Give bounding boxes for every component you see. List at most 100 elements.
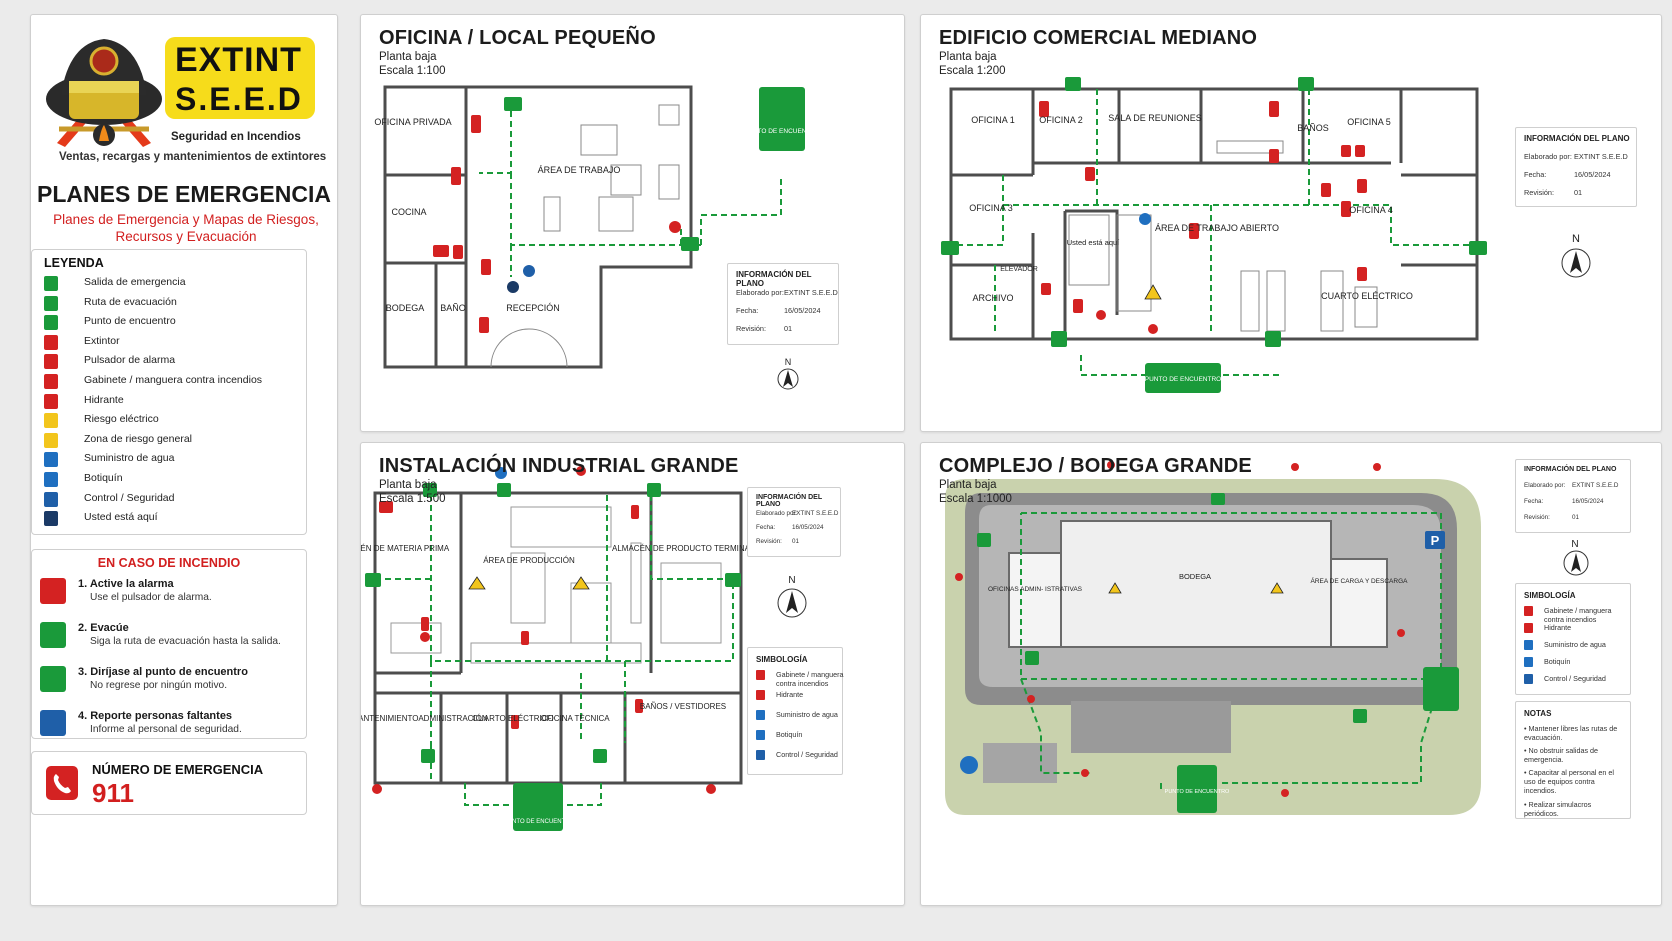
room-label: MANTENIMIENTO: [361, 714, 418, 723]
north-label: N: [784, 357, 792, 367]
info-by-label: Elaborado por:: [1524, 482, 1566, 489]
legend-item-label: Extintor: [84, 334, 120, 347]
legend-item: Punto de encuentro: [44, 315, 294, 333]
north-label: N: [1571, 539, 1579, 550]
plan-floor: Planta baja: [939, 51, 997, 63]
brand-line2: S.E.E.D: [175, 81, 303, 117]
notes-title: NOTAS: [1524, 709, 1552, 718]
plan-scale: Escala 1:1000: [939, 493, 1012, 505]
plan-info-box: INFORMACIÓN DEL PLANO Elaborado por: EXT…: [747, 487, 841, 557]
meeting-point-label: PUNTO DE ENCUENTRO: [1165, 789, 1230, 795]
water-icon: [1524, 640, 1533, 650]
symbology-item-label: Gabinete / manguera contra incendios: [1544, 606, 1612, 624]
legend-item: Control / Seguridad: [44, 491, 294, 510]
legend-item: Extintor: [44, 334, 294, 353]
hose-icon: [1524, 606, 1533, 616]
room-label: ARCHIVO: [972, 293, 1013, 303]
north-label: N: [788, 575, 796, 586]
plan-warehouse-complex: BODEGA OFICINAS ADMIN- ISTRATIVAS ÁREA D…: [920, 442, 1662, 906]
route-icon: [44, 295, 58, 311]
symbology-box: SIMBOLOGÍA Gabinete / manguera contra in…: [747, 647, 844, 775]
fire-step-title: 4. Reporte personas faltantes: [78, 710, 233, 722]
fire-step-desc: Siga la ruta de evacuación hasta la sali…: [90, 636, 281, 647]
sidebar-title: PLANES DE EMERGENCIA: [37, 181, 331, 207]
legend-item: Zona de riesgo general: [44, 432, 294, 451]
fire-step-title: 1. Active la alarma: [78, 578, 174, 590]
info-date: 16/05/2024: [784, 306, 821, 315]
room-label: OFICINA 1: [971, 115, 1015, 125]
legend-item-label: Salida de emergencia: [84, 276, 186, 288]
room-label: COCINA: [391, 207, 426, 217]
north-arrow-icon: [777, 588, 807, 618]
legend-item-label: Usted está aquí: [84, 511, 158, 524]
room-label: OFICINA 3: [969, 203, 1013, 213]
fire-step-desc: Use el pulsador de alarma.: [90, 592, 212, 603]
note-item: • Realizar simulacros periódicos.: [1524, 800, 1592, 818]
hose-icon: [756, 670, 765, 680]
evacuate-icon: [40, 622, 66, 648]
info-date-label: Fecha:: [1524, 170, 1547, 179]
fire-instructions-title: EN CASO DE INCENDIO: [97, 556, 241, 570]
symbology-box: SIMBOLOGÍA Gabinete / manguera contra in…: [1515, 583, 1631, 695]
legend-item-label: Hidrante: [84, 393, 124, 406]
north-arrow-icon: [1563, 550, 1589, 576]
symbology-item-label: Gabinete / manguera contra incendios: [776, 670, 844, 688]
room-label: ALMACÉN DE MATERIA PRIMA: [361, 544, 450, 553]
info-date-label: Fecha:: [736, 306, 759, 315]
symbology-title: SIMBOLOGÍA: [1524, 591, 1576, 600]
room-label: ÁREA DE CARGA Y DESCARGA: [1311, 576, 1409, 585]
fire-step-title: 2. Evacúe: [78, 622, 129, 634]
plan-floor: Planta baja: [379, 51, 437, 63]
legend-title: LEYENDA: [44, 256, 104, 270]
brand-subline: Ventas, recargas y mantenimientos de ext…: [59, 151, 327, 163]
room-label: ÁREA DE TRABAJO: [538, 165, 621, 175]
warehouse-siteplan: BODEGA OFICINAS ADMIN- ISTRATIVAS ÁREA D…: [945, 461, 1481, 815]
north-arrow-icon: [1561, 248, 1591, 278]
note-item: • Mantener libres las rutas de evacuació…: [1524, 724, 1618, 742]
shield-icon: [1524, 674, 1533, 684]
water-icon: [756, 710, 765, 720]
phone-icon: [46, 766, 78, 800]
small-office-floorplan: OFICINA PRIVADA COCINA BODEGA BAÑO ÁREA …: [374, 85, 820, 369]
meeting-point-label: PUNTO DE ENCUENTRO: [504, 819, 575, 825]
info-rev: 01: [784, 324, 793, 333]
info-by: EXTINT S.E.E.D: [792, 510, 839, 517]
legend-item: Pulsador de alarma: [44, 354, 294, 372]
fire-step-title: 3. Diríjase al punto de encuentro: [78, 666, 248, 678]
shield-icon: [44, 491, 58, 507]
room-label: CUARTO ELÉCTRICO: [1321, 291, 1413, 301]
legend-item: Hidrante: [44, 393, 294, 412]
room-label: BODEGA: [1179, 572, 1211, 581]
legend-item-label: Control / Seguridad: [84, 491, 175, 504]
shield-icon: [756, 750, 765, 760]
info-date: 16/05/2024: [792, 524, 824, 531]
info-title: INFORMACIÓN DEL PLANO: [1524, 134, 1630, 143]
room-label: ÁREA DE PRODUCCIÓN: [483, 556, 575, 565]
symbology-item-label: Control / Seguridad: [1544, 674, 1606, 683]
info-rev-label: Revisión:: [756, 538, 782, 545]
water-icon: [44, 452, 58, 468]
hose-icon: [44, 374, 58, 389]
meeting-point-label: PUNTO DE ENCUENTRO: [744, 128, 820, 135]
warning-icon: [44, 432, 58, 448]
room-label: SALA DE REUNIONES: [1108, 113, 1202, 123]
fire-step-desc: Informe al personal de seguridad.: [90, 724, 242, 735]
electric-risk-icon: [44, 413, 58, 429]
room-label: ELEVADOR: [1000, 266, 1038, 273]
industrial-floorplan: ALMACÉN DE MATERIA PRIMA ÁREA DE PRODUCC…: [361, 466, 762, 831]
info-title: INFORMACIÓN DEL PLANO: [756, 494, 822, 508]
sidebar-panel: EXTINT S.E.E.D Seguridad en Incendios Ve…: [30, 14, 338, 906]
first-aid-icon: [44, 472, 58, 487]
hydrant-icon: [44, 393, 58, 409]
room-label: OFICINA PRIVADA: [374, 117, 451, 127]
symbology-item-label: Hidrante: [1544, 623, 1572, 632]
plan-floor: Planta baja: [379, 479, 437, 491]
helmet-logo-icon: [46, 39, 162, 147]
you-are-here-label: Usted está aquí: [1067, 238, 1120, 247]
plan-small-office: OFICINA PRIVADA COCINA BODEGA BAÑO ÁREA …: [360, 14, 905, 432]
brand-logo-box: [165, 37, 315, 119]
